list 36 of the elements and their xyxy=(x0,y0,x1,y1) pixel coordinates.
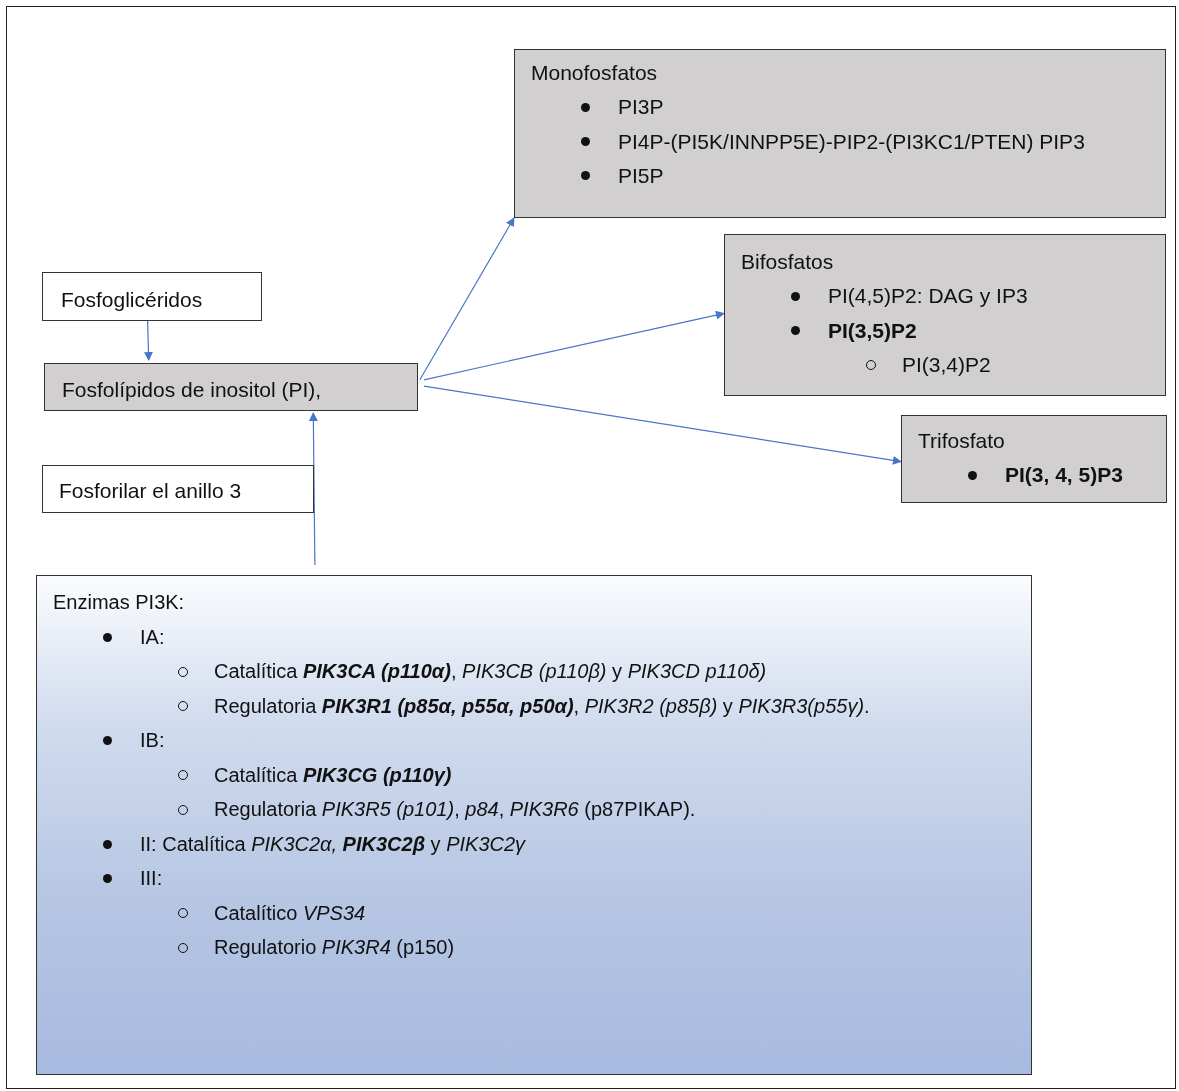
heading-text: Fosfoglicéridos xyxy=(61,287,203,313)
arrow xyxy=(423,385,902,465)
list-box xyxy=(724,234,1166,396)
list-item-text: III: xyxy=(140,866,163,891)
list-item-text: PI(3, 4, 5)P3 xyxy=(1005,462,1123,489)
process-box xyxy=(42,272,262,321)
list-item-text: Regulatoria PIK3R5 (p101), p84, PIK3R6 (p87PIKAP). xyxy=(214,797,696,822)
list-item-text: PI(3,5)P2 xyxy=(828,317,917,344)
list-item-text: PI(3,4)P2 xyxy=(902,351,991,378)
arrow xyxy=(144,320,153,361)
heading-text: Fosforilar el anillo 3 xyxy=(59,478,242,504)
list-item-text: PI5P xyxy=(618,162,664,189)
list-item-text: Catalítico VPS34 xyxy=(214,900,366,926)
heading-text: Trifosfato xyxy=(918,428,1005,454)
list-box xyxy=(901,415,1167,503)
list-item-text: PI4P-(PI5K/INNPP5E)-PIP2-(PI3KC1/PTEN) PIP3 xyxy=(618,128,1085,155)
list-box xyxy=(514,49,1166,218)
list-item-text: IA: xyxy=(140,624,165,650)
list-item-text: IB: xyxy=(140,728,165,753)
list-item-text: II: Catalítica PIK3C2α, PIK3C2β y PIK3C2γ xyxy=(140,831,526,857)
list-item-text: Regulatorio PIK3R4 (p150) xyxy=(214,935,455,960)
heading-text: Monofosfatos xyxy=(531,60,658,86)
arrow xyxy=(423,310,725,381)
heading-text: Fosfolípidos de inositol (PI), xyxy=(62,377,322,403)
list-item-text: PI3P xyxy=(618,94,664,121)
list-item-text: Catalítica PIK3CG (p110γ) xyxy=(214,762,452,788)
list-box xyxy=(36,575,1032,1075)
arrow xyxy=(308,412,318,566)
arrow xyxy=(419,217,515,381)
heading-text: Bifosfatos xyxy=(741,249,834,275)
heading-text: Enzimas PI3K: xyxy=(53,590,185,615)
list-item-text: Regulatoria PIK3R1 (p85α, p55α, p50α), PIK3R2 (p85β) y PIK3R3(p55γ). xyxy=(214,693,870,719)
process-box xyxy=(42,465,314,513)
list-item-text: Catalítica PIK3CA (p110α), PIK3CB (p110β) y PIK3CD p110δ) xyxy=(214,659,767,684)
list-item-text: PI(4,5)P2: DAG y IP3 xyxy=(828,283,1028,310)
process-box xyxy=(44,363,418,411)
